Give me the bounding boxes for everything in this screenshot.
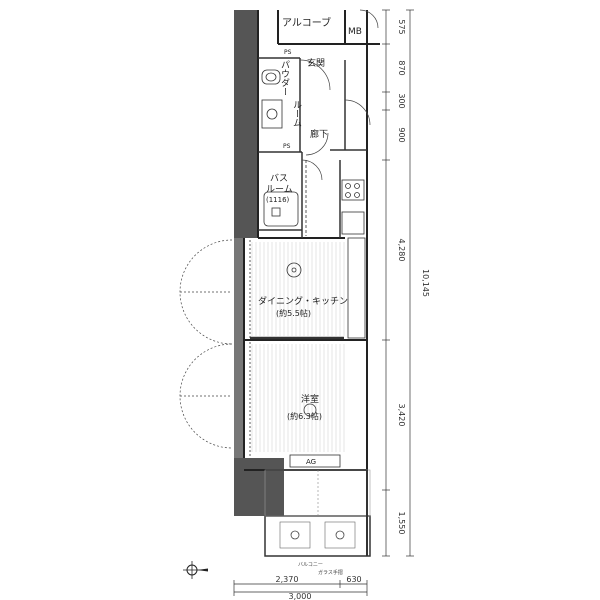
label-corridor: 廊下 xyxy=(310,128,328,140)
door-swings xyxy=(179,9,379,449)
dim-bottom-right: 630 xyxy=(346,575,361,584)
dim-right-0: 575 xyxy=(397,19,406,34)
label-western-size: (約6.3帖) xyxy=(287,411,322,421)
label-ag: AG xyxy=(306,458,316,466)
dim-right-2: 300 xyxy=(397,93,406,108)
label-glass-handrail: ガラス手摺 xyxy=(318,569,343,576)
label-ps-top: PS xyxy=(284,49,292,56)
dim-right-total: 10,145 xyxy=(421,269,430,297)
label-genkan: 玄関 xyxy=(307,57,325,69)
fixtures xyxy=(249,69,366,468)
label-bath-3: (1116) xyxy=(266,196,290,204)
label-dining-kitchen: ダイニング・キッチン xyxy=(258,295,348,307)
dim-right-3: 900 xyxy=(397,127,406,142)
compass-icon xyxy=(183,561,208,579)
dimension-lines-right xyxy=(382,9,414,557)
label-mb: MB xyxy=(348,27,362,37)
label-powder-1: パウダー xyxy=(279,60,290,96)
dimension-lines-bottom xyxy=(233,580,368,596)
balcony xyxy=(264,469,371,557)
label-balcony: バルコニー xyxy=(298,562,323,568)
dim-right-5: 3,420 xyxy=(397,404,406,427)
ag-unit xyxy=(289,454,341,468)
label-bath-1: バス xyxy=(270,173,288,184)
label-ps-mid: PS xyxy=(283,143,291,150)
interior-walls xyxy=(258,57,367,238)
dim-right-6: 1,550 xyxy=(397,512,406,535)
label-alcove: アルコーブ xyxy=(282,16,331,29)
label-western-room: 洋室 xyxy=(301,393,319,405)
label-powder-2: ルーム xyxy=(291,100,302,127)
dim-right-1: 870 xyxy=(397,60,406,75)
label-dk-size: (約5.5帖) xyxy=(276,308,311,318)
label-bath-2: ルーム xyxy=(266,184,293,195)
dim-right-4: 4,280 xyxy=(397,239,406,262)
dim-bottom-left: 2,370 xyxy=(276,575,299,584)
dim-bottom-total: 3,000 xyxy=(289,592,312,600)
exterior-wall-left xyxy=(234,10,284,516)
floor-pattern xyxy=(251,242,345,452)
